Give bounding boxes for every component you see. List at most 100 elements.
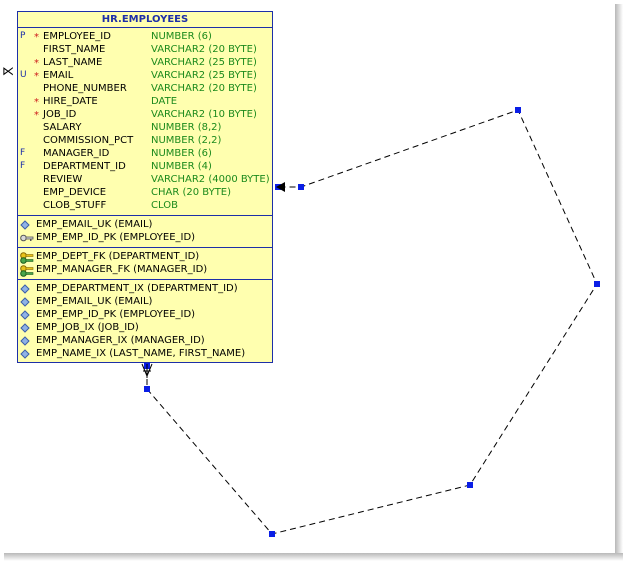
key-flag: F [20, 148, 26, 158]
crow-foot-left-icon: ⋉ [2, 64, 14, 78]
column-name: LAST_NAME [43, 57, 103, 68]
constraint-row[interactable]: EMP_MANAGER_IX (MANAGER_ID) [18, 334, 272, 347]
column-name: JOB_ID [43, 109, 77, 120]
arrowhead-icon [276, 182, 285, 192]
constraint-row[interactable]: EMP_JOB_IX (JOB_ID) [18, 321, 272, 334]
column-type: VARCHAR2 (20 BYTE) [151, 44, 257, 55]
constraint-text: EMP_EMP_ID_PK (EMPLOYEE_ID) [36, 309, 196, 320]
crow-foot-many-icon [141, 363, 153, 378]
column-name: EMP_DEVICE [43, 187, 107, 198]
bend-point-handle[interactable] [515, 107, 521, 113]
column-type: DATE [151, 96, 178, 107]
column-name: SALARY [43, 122, 82, 133]
column-type: NUMBER (6) [151, 148, 212, 159]
column-name: MANAGER_ID [43, 148, 110, 159]
frame-shadow-right [615, 4, 623, 561]
bend-point-handle[interactable] [467, 482, 473, 488]
column-row[interactable]: U * EMAIL VARCHAR2 (25 BYTE) [18, 69, 272, 82]
column-row[interactable]: REVIEW VARCHAR2 (4000 BYTE) [18, 173, 272, 186]
constraint-row[interactable]: EMP_DEPARTMENT_IX (DEPARTMENT_ID) [18, 282, 272, 295]
column-name: EMAIL [43, 70, 74, 81]
key-flag: U [20, 70, 27, 80]
column-row[interactable]: SALARY NUMBER (8,2) [18, 121, 272, 134]
column-row[interactable]: FIRST_NAME VARCHAR2 (20 BYTE) [18, 43, 272, 56]
column-type: CHAR (20 BYTE) [151, 187, 232, 198]
column-type: NUMBER (4) [151, 161, 212, 172]
column-type: VARCHAR2 (10 BYTE) [151, 109, 257, 120]
column-name: FIRST_NAME [43, 44, 106, 55]
column-type: VARCHAR2 (20 BYTE) [151, 83, 257, 94]
index-icon [20, 310, 32, 320]
column-row[interactable]: COMMISSION_PCT NUMBER (2,2) [18, 134, 272, 147]
foreign-keys-section: EMP_DEPT_FK (DEPARTMENT_ID) EMP_MANAGER_F… [18, 248, 272, 280]
column-name: EMPLOYEE_ID [43, 31, 111, 42]
column-type: NUMBER (2,2) [151, 135, 222, 146]
frame-shadow-bottom [4, 553, 623, 561]
column-type: CLOB [151, 200, 178, 211]
column-type: VARCHAR2 (4000 BYTE) [151, 174, 270, 185]
constraint-row[interactable]: EMP_EMP_ID_PK (EMPLOYEE_ID) [18, 308, 272, 321]
constraint-text: EMP_DEPARTMENT_IX (DEPARTMENT_ID) [36, 283, 238, 294]
constraint-text: EMP_NAME_IX (LAST_NAME, FIRST_NAME) [36, 348, 246, 359]
column-name: CLOB_STUFF [43, 200, 107, 211]
constraint-text: EMP_EMP_ID_PK (EMPLOYEE_ID) [36, 232, 196, 243]
bend-point-handle[interactable] [144, 386, 150, 392]
table-title: HR.EMPLOYEES [18, 12, 272, 28]
unique-key-icon [20, 220, 32, 230]
column-type: NUMBER (8,2) [151, 122, 222, 133]
self-reference-link[interactable] [146, 109, 598, 535]
required-marker: * [34, 97, 39, 108]
column-type: VARCHAR2 (25 BYTE) [151, 70, 257, 81]
column-name: COMMISSION_PCT [43, 135, 134, 146]
constraint-text: EMP_MANAGER_IX (MANAGER_ID) [36, 335, 205, 346]
columns-section: P * EMPLOYEE_ID NUMBER (6) FIRST_NAME VARCHAR… [18, 28, 272, 216]
constraint-row[interactable]: EMP_EMAIL_UK (EMAIL) [18, 295, 272, 308]
index-icon [20, 349, 32, 359]
foreign-key-icon [20, 265, 34, 277]
column-row[interactable]: CLOB_STUFF CLOB [18, 199, 272, 212]
column-name: HIRE_DATE [43, 96, 98, 107]
column-row[interactable]: * JOB_ID VARCHAR2 (10 BYTE) [18, 108, 272, 121]
index-icon [20, 336, 32, 346]
indexes-section: EMP_DEPARTMENT_IX (DEPARTMENT_ID) EMP_EMA… [18, 280, 272, 363]
constraint-text: EMP_EMAIL_UK (EMAIL) [36, 296, 153, 307]
required-marker: * [34, 110, 39, 121]
required-marker: * [34, 58, 39, 69]
column-row[interactable]: PHONE_NUMBER VARCHAR2 (20 BYTE) [18, 82, 272, 95]
column-row[interactable]: * HIRE_DATE DATE [18, 95, 272, 108]
bend-point-handle[interactable] [298, 184, 304, 190]
column-name: PHONE_NUMBER [43, 83, 127, 94]
bend-point-handle[interactable] [269, 531, 275, 537]
primary-key-icon [20, 233, 34, 243]
column-type: VARCHAR2 (25 BYTE) [151, 57, 257, 68]
required-marker: * [34, 71, 39, 82]
column-row[interactable]: * LAST_NAME VARCHAR2 (25 BYTE) [18, 56, 272, 69]
constraint-row[interactable]: EMP_DEPT_FK (DEPARTMENT_ID) [18, 250, 272, 264]
key-flag: P [20, 31, 26, 41]
constraint-row[interactable]: EMP_EMP_ID_PK (EMPLOYEE_ID) [18, 231, 272, 244]
key-flag: F [20, 161, 26, 171]
foreign-key-icon [20, 252, 34, 264]
index-icon [20, 284, 32, 294]
constraint-text: EMP_JOB_IX (JOB_ID) [36, 322, 139, 333]
constraint-row[interactable]: EMP_EMAIL_UK (EMAIL) [18, 218, 272, 231]
index-icon [20, 323, 32, 333]
constraint-text: EMP_MANAGER_FK (MANAGER_ID) [36, 264, 208, 275]
column-name: REVIEW [43, 174, 83, 185]
constraint-row[interactable]: EMP_MANAGER_FK (MANAGER_ID) [18, 263, 272, 277]
required-marker: * [34, 32, 39, 43]
unique-keys-section: EMP_EMAIL_UK (EMAIL) EMP_EMP_ID_PK (EMPLO… [18, 216, 272, 248]
column-name: DEPARTMENT_ID [43, 161, 126, 172]
column-row[interactable]: EMP_DEVICE CHAR (20 BYTE) [18, 186, 272, 199]
column-type: NUMBER (6) [151, 31, 212, 42]
column-row[interactable]: F DEPARTMENT_ID NUMBER (4) [18, 160, 272, 173]
bend-point-handle[interactable] [594, 281, 600, 287]
relationship-lines [141, 107, 600, 537]
column-row[interactable]: P * EMPLOYEE_ID NUMBER (6) [18, 30, 272, 43]
column-row[interactable]: F MANAGER_ID NUMBER (6) [18, 147, 272, 160]
constraint-row[interactable]: EMP_NAME_IX (LAST_NAME, FIRST_NAME) [18, 347, 272, 360]
constraint-text: EMP_EMAIL_UK (EMAIL) [36, 219, 153, 230]
constraint-text: EMP_DEPT_FK (DEPARTMENT_ID) [36, 251, 200, 262]
